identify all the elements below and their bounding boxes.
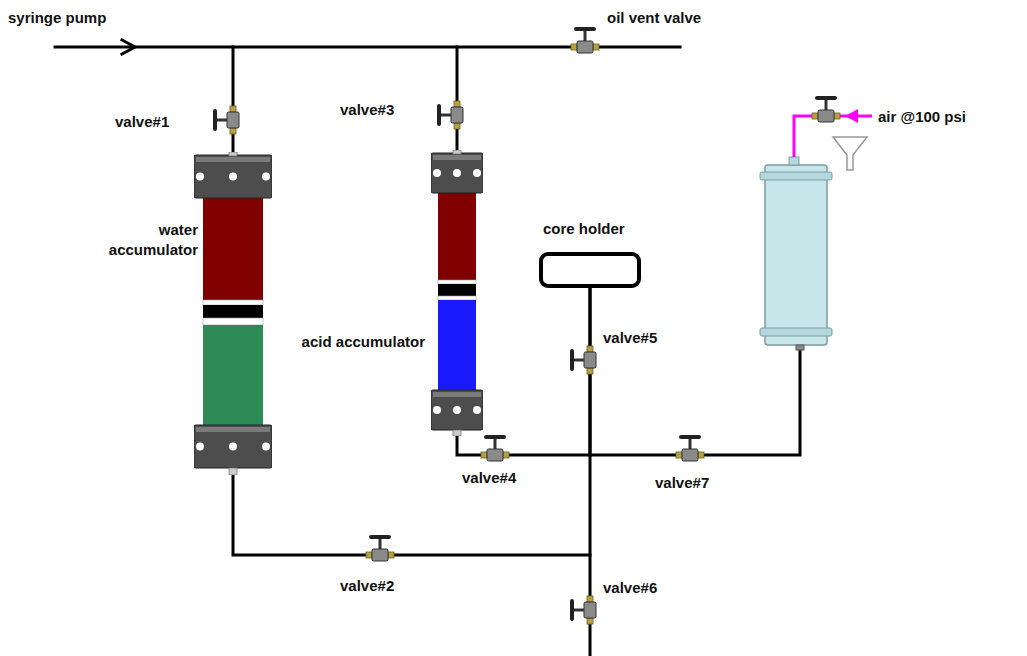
line-label: syringe pump	[8, 8, 106, 28]
valve-symbol	[571, 29, 599, 53]
pipe-connector	[233, 288, 590, 555]
line-label: air @100 psi	[878, 107, 966, 127]
valve-label: valve#7	[655, 473, 709, 493]
valve-symbol	[215, 106, 239, 134]
accumulator: water accumulator	[194, 152, 272, 475]
pipe	[456, 47, 459, 150]
component-label: acid accumulator	[299, 332, 425, 352]
line-label: oil vent valve	[607, 8, 701, 28]
valve-symbol	[812, 98, 840, 122]
valve-symbol	[439, 101, 463, 129]
accumulator-body	[194, 152, 272, 475]
valve-symbol	[481, 437, 509, 461]
accumulator-body	[431, 150, 483, 436]
end-cap	[431, 153, 483, 193]
end-cap	[194, 425, 272, 468]
valve-symbol	[676, 437, 704, 461]
valve-label: valve#5	[603, 328, 657, 348]
core-holder: core holder	[539, 252, 641, 288]
valve-label: valve#6	[603, 578, 657, 598]
valve-symbol	[572, 596, 596, 624]
accumulator: acid accumulator	[431, 150, 483, 436]
funnel	[833, 137, 867, 170]
component-label: water accumulator	[94, 220, 198, 259]
end-cap	[194, 155, 272, 198]
flow-arrow	[122, 40, 135, 54]
component-label: core holder	[543, 219, 625, 239]
valve-label: valve#1	[115, 112, 169, 132]
valve-label: valve#3	[340, 100, 394, 120]
valve-symbol	[572, 346, 596, 374]
air-vessel	[760, 157, 832, 350]
valve-label: valve#2	[340, 576, 394, 596]
valve-label: valve#4	[462, 468, 516, 488]
pipe	[232, 47, 235, 152]
valve-symbol	[366, 537, 394, 561]
end-cap	[431, 390, 483, 430]
